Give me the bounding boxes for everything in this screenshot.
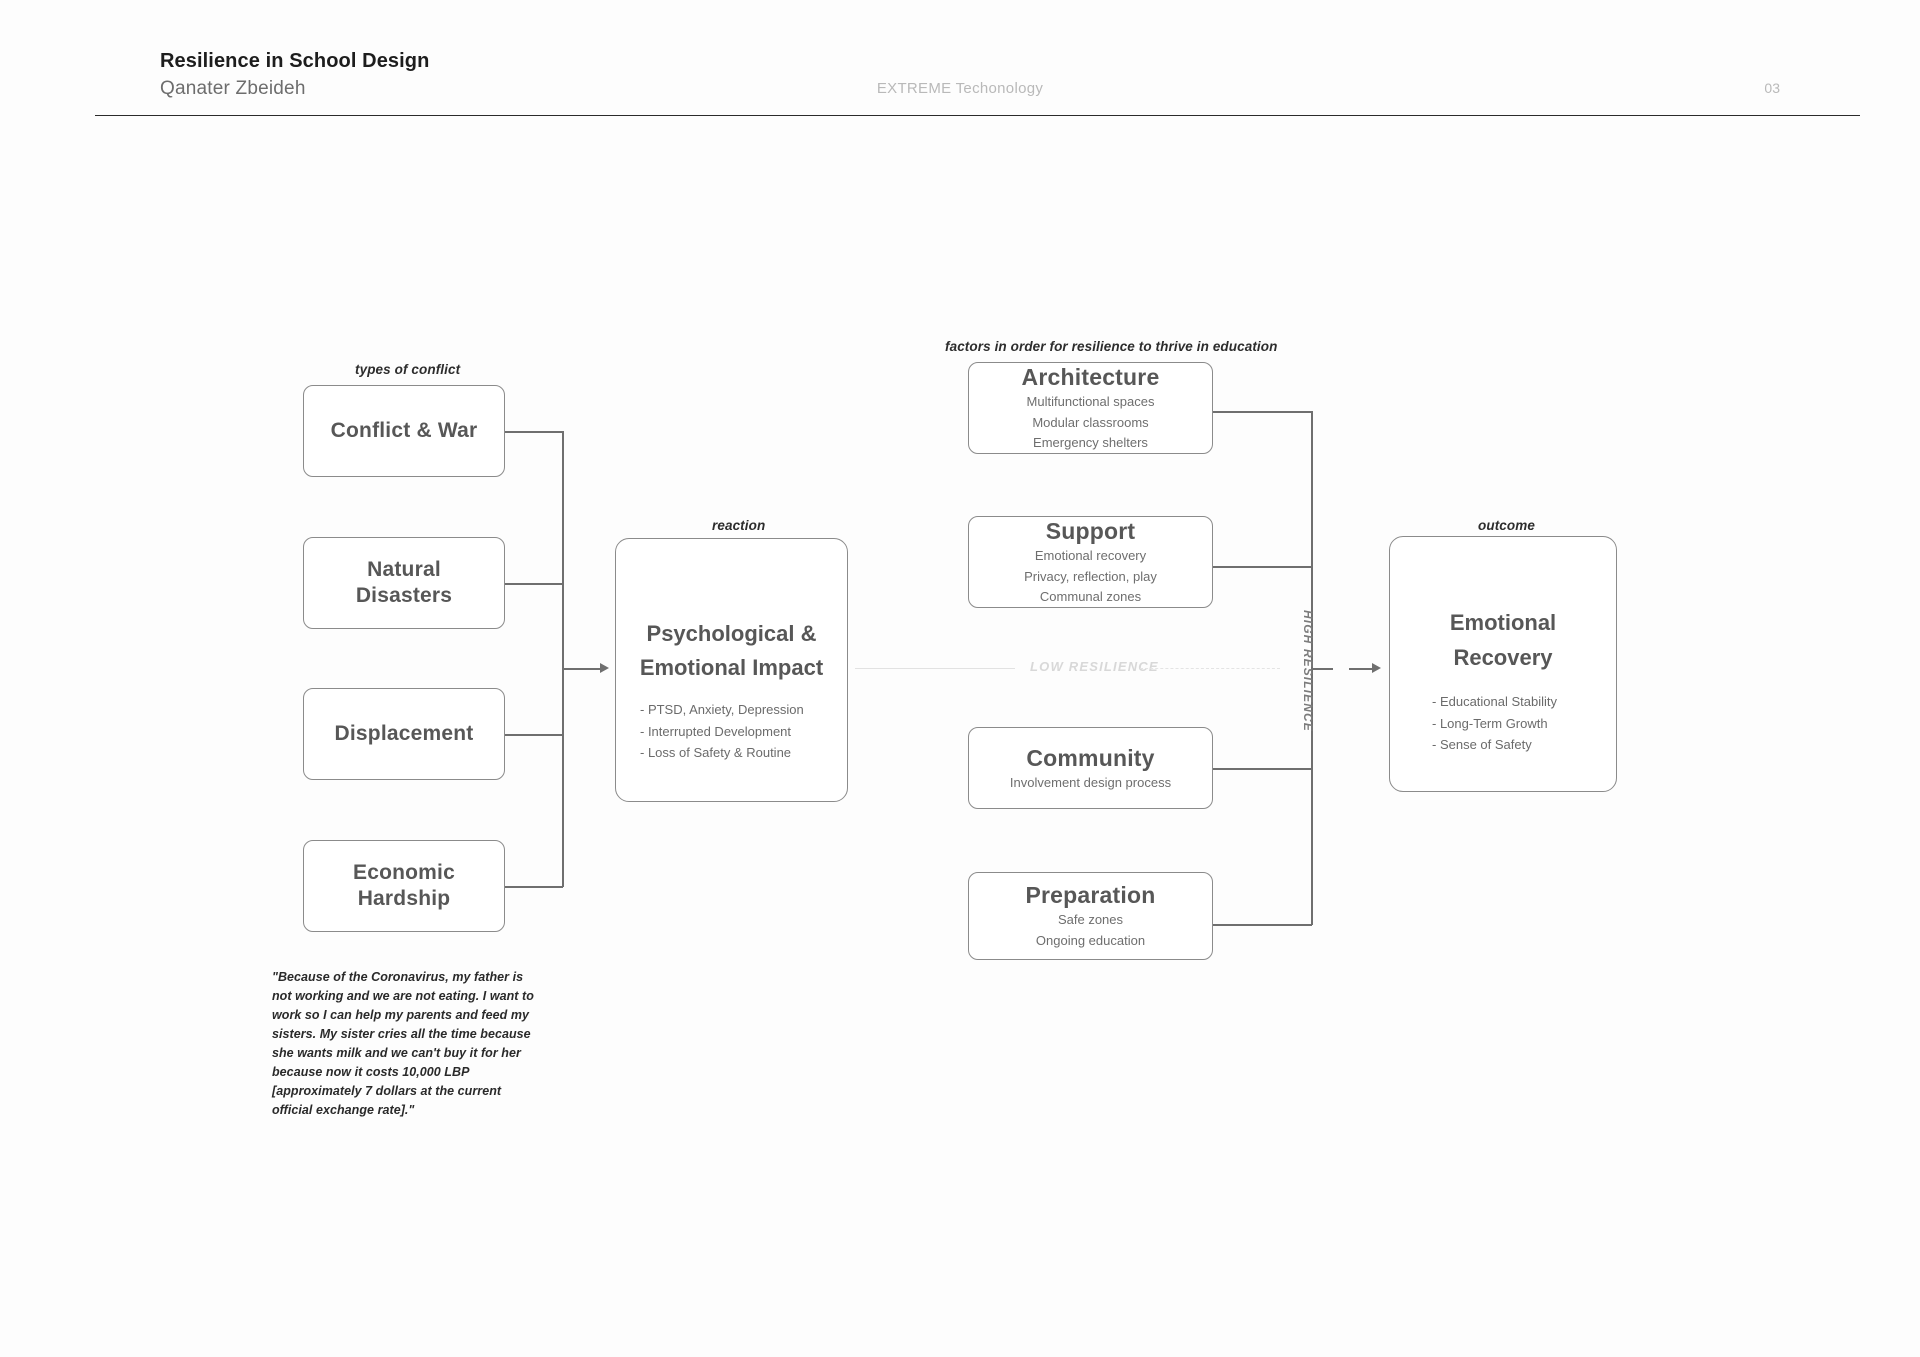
caption-outcome: outcome [1478, 518, 1535, 533]
conflict-box-natural-disasters-title-line1: Natural [367, 558, 441, 582]
factor-box-architecture-title: Architecture [1021, 363, 1160, 390]
connector-community-stub [1213, 768, 1312, 770]
brand-label: EXTREME Techonology [876, 80, 1044, 97]
impact-box-title-line2: Emotional Impact [639, 655, 824, 681]
conflict-box-economic-hardship-title-line2: Hardship [357, 887, 451, 910]
factor-box-architecture-item: Multifunctional spaces [1026, 393, 1155, 409]
header-divider [95, 115, 1860, 116]
connector-left-bus [562, 431, 564, 887]
conflict-box-displacement-title: Displacement [334, 722, 474, 746]
connector-bus-to-outcome [1311, 668, 1333, 670]
connector-natural-stub [505, 583, 563, 585]
arrow-left-to-center-icon [600, 663, 609, 673]
factor-box-preparation[interactable]: Preparation Safe zones Ongoing education [968, 872, 1213, 960]
caption-reaction: reaction [712, 518, 766, 533]
page-title: Resilience in School Design [160, 50, 430, 72]
slide-header: Resilience in School Design Qanater Zbei… [0, 0, 1920, 118]
caption-types-of-conflict: types of conflict [355, 362, 461, 377]
outcome-bullet: - Sense of Safety [1432, 737, 1532, 753]
factor-box-architecture[interactable]: Architecture Multifunctional spaces Modu… [968, 362, 1213, 454]
connector-displacement-stub [505, 734, 563, 736]
impact-bullet: - Interrupted Development [640, 723, 792, 739]
factor-box-support-item: Emotional recovery [1034, 547, 1147, 563]
conflict-box-economic-hardship[interactable]: Economic Hardship [303, 840, 505, 932]
connector-left-to-center [562, 668, 604, 670]
factor-box-preparation-item: Ongoing education [1035, 933, 1146, 949]
arrow-to-outcome-icon [1372, 663, 1381, 673]
conflict-box-war-title: Conflict & War [330, 419, 478, 443]
factor-box-support-title: Support [1045, 517, 1136, 544]
author-name: Qanater Zbeideh [160, 78, 306, 99]
conflict-box-natural-disasters-title-line2: Disasters [355, 584, 453, 607]
impact-box-title-line1: Psychological & [646, 621, 817, 646]
connector-war-stub [505, 431, 563, 433]
conflict-box-natural-disasters[interactable]: Natural Disasters [303, 537, 505, 629]
factor-box-community-title: Community [1026, 744, 1155, 771]
factor-box-support-item: Privacy, reflection, play [1024, 568, 1157, 584]
impact-bullet: - PTSD, Anxiety, Depression [640, 702, 804, 718]
factor-box-support-item: Communal zones [1039, 589, 1142, 605]
connector-preparation-stub [1213, 924, 1312, 926]
outcome-box[interactable]: Emotional Recovery - Educational Stabili… [1389, 536, 1617, 792]
impact-box[interactable]: Psychological & Emotional Impact - PTSD,… [615, 538, 848, 802]
outcome-bullet: - Long-Term Growth [1432, 715, 1548, 731]
connector-architecture-stub [1213, 411, 1312, 413]
page-number: 03 [1764, 80, 1780, 96]
low-resilience-label: LOW RESILIENCE [1030, 659, 1159, 674]
impact-box-bullets: - PTSD, Anxiety, Depression - Interrupte… [616, 699, 804, 763]
testimonial-quote: "Because of the Coronavirus, my father i… [272, 970, 534, 1117]
caption-factors: factors in order for resilience to thriv… [945, 339, 1278, 354]
factor-box-preparation-item: Safe zones [1057, 912, 1124, 928]
outcome-box-title-line1: Emotional [1449, 610, 1557, 635]
connector-outcome-arrow-line [1349, 668, 1375, 670]
impact-bullet: - Loss of Safety & Routine [640, 745, 792, 761]
connector-economic-stub [505, 886, 563, 888]
low-resilience-line-dashed [1140, 668, 1280, 669]
factor-box-support[interactable]: Support Emotional recovery Privacy, refl… [968, 516, 1213, 608]
conflict-box-economic-hardship-title-line1: Economic [353, 861, 455, 885]
outcome-box-bullets: - Educational Stability - Long-Term Grow… [1390, 691, 1557, 755]
factor-box-preparation-title: Preparation [1025, 882, 1156, 909]
factor-box-architecture-item: Emergency shelters [1033, 435, 1148, 451]
conflict-box-war[interactable]: Conflict & War [303, 385, 505, 477]
factor-box-community[interactable]: Community Involvement design process [968, 727, 1213, 809]
conflict-box-displacement[interactable]: Displacement [303, 688, 505, 780]
outcome-box-title-line2: Recovery [1453, 645, 1553, 671]
factor-box-architecture-item: Modular classrooms [1032, 414, 1149, 430]
connector-support-stub [1213, 566, 1312, 568]
high-resilience-label: HIGH RESILIENCE [1301, 610, 1315, 732]
low-resilience-line-solid [855, 668, 1015, 669]
factor-box-community-item: Involvement design process [1009, 774, 1172, 790]
outcome-bullet: - Educational Stability [1432, 694, 1558, 710]
